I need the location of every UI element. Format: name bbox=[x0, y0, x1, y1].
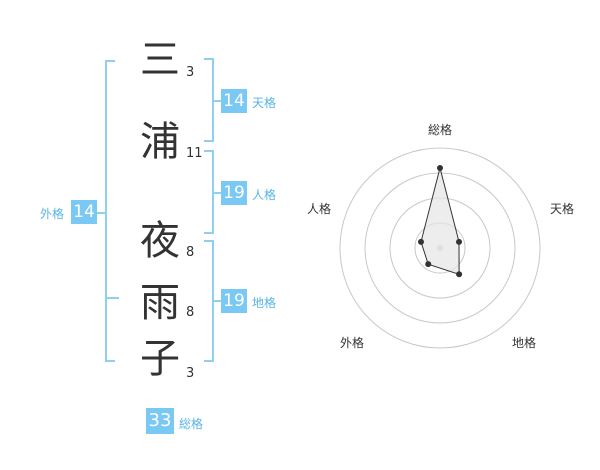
radar-label-tenkaku: 天格 bbox=[550, 202, 575, 216]
stroke-count-2: 11 bbox=[186, 146, 203, 161]
soukaku-badge: 33 bbox=[146, 408, 174, 434]
radar-point-3 bbox=[456, 271, 463, 278]
gaikaku-label: 外格 bbox=[40, 207, 65, 221]
name-char-5: 子 bbox=[140, 336, 180, 382]
stroke-count-1: 3 bbox=[186, 65, 195, 80]
soukaku-label: 総格 bbox=[179, 417, 204, 431]
radar-point-1 bbox=[437, 165, 443, 171]
radar-point-5 bbox=[417, 238, 424, 245]
name-char-2: 浦 bbox=[140, 119, 180, 165]
gaikaku-badge: 14 bbox=[71, 200, 97, 224]
jinkaku-label: 人格 bbox=[252, 188, 277, 202]
jinkaku-bracket-tick bbox=[213, 192, 223, 194]
radar-polygon bbox=[420, 167, 460, 275]
radar-label-chikaku: 地格 bbox=[512, 336, 537, 350]
name-char-3: 夜 bbox=[140, 218, 180, 264]
gaikaku-bracket bbox=[105, 60, 115, 362]
radar-label-gaikaku: 外格 bbox=[340, 336, 365, 350]
chikaku-badge: 19 bbox=[221, 289, 247, 313]
tenkaku-label: 天格 bbox=[252, 96, 277, 110]
name-char-4: 雨 bbox=[140, 280, 180, 326]
radar-label-jinkaku: 人格 bbox=[307, 202, 332, 216]
radar-point-4 bbox=[425, 261, 432, 268]
radar-label-soukaku: 総格 bbox=[428, 123, 453, 137]
tenkaku-bracket-tick bbox=[213, 100, 223, 102]
stroke-count-3: 8 bbox=[186, 245, 195, 260]
radar-points bbox=[417, 165, 463, 278]
chikaku-label: 地格 bbox=[252, 296, 277, 310]
tenkaku-badge: 14 bbox=[221, 89, 247, 113]
name-char-1: 三 bbox=[140, 37, 180, 83]
radar-ring bbox=[339, 147, 541, 349]
gaikaku-bracket-mid-tick bbox=[105, 297, 119, 299]
stroke-count-5: 3 bbox=[186, 366, 195, 381]
jinkaku-badge: 19 bbox=[221, 181, 247, 205]
stroke-count-4: 8 bbox=[186, 305, 195, 320]
chikaku-bracket-tick bbox=[213, 300, 223, 302]
radar-point-2 bbox=[456, 238, 463, 245]
gaikaku-bracket-outer-tick bbox=[96, 212, 106, 214]
